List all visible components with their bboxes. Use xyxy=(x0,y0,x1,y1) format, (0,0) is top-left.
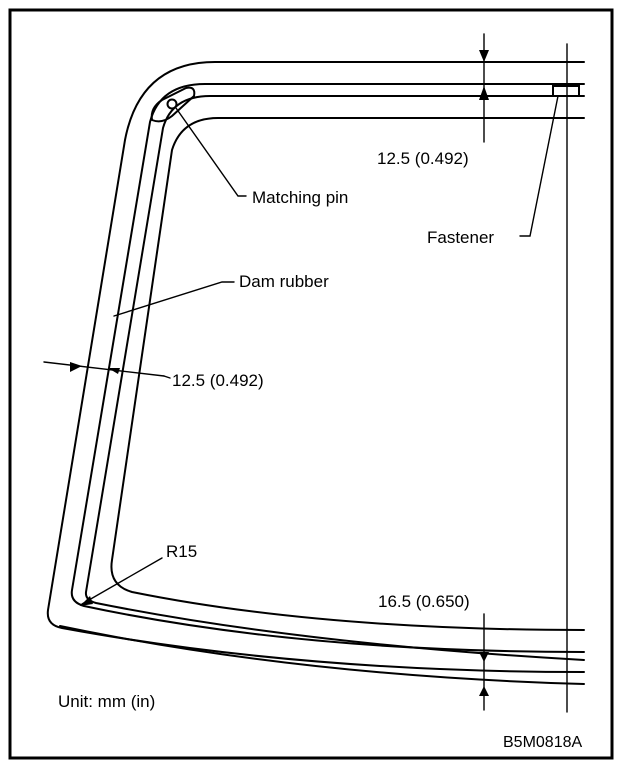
radius-arrow-icon xyxy=(80,596,93,606)
radius-leader xyxy=(81,557,163,605)
fastener-leader xyxy=(519,95,559,237)
dam-rubber-inner-line xyxy=(84,95,585,661)
figure-code: B5M0818A xyxy=(503,734,582,751)
dim-bottom-label: 16.5 (0.650) xyxy=(378,592,470,611)
dam-rubber-outer-line xyxy=(70,83,585,653)
dam-rubber-label: Dam rubber xyxy=(239,272,329,291)
fastener-label: Fastener xyxy=(427,228,494,247)
matching-pin-label: Matching pin xyxy=(252,188,348,207)
matching-pin-icon xyxy=(166,98,178,110)
dim-top-arrow-up-icon xyxy=(479,86,489,100)
dim-left-arrow-left-icon xyxy=(108,368,120,374)
glass-inner-edge xyxy=(110,117,585,631)
matching-pin-leader xyxy=(175,107,247,197)
figure-frame xyxy=(8,8,614,760)
radius-label: R15 xyxy=(166,542,197,561)
dim-bottom-arrow-up-icon xyxy=(479,686,489,696)
glass-outer-edge xyxy=(46,61,585,673)
dam-rubber-leader xyxy=(113,281,235,317)
bottom-body-line xyxy=(59,625,585,685)
dim-left-label: 12.5 (0.492) xyxy=(172,371,264,390)
matching-pin-bracket xyxy=(150,86,196,123)
dim-top-label: 12.5 (0.492) xyxy=(377,149,469,168)
dim-left-leader xyxy=(163,375,171,379)
dim-left-arrow-right-icon xyxy=(70,362,82,372)
dim-bottom-arrow-down-icon xyxy=(479,652,489,662)
dim-left-ext-line xyxy=(43,361,165,377)
unit-label: Unit: mm (in) xyxy=(58,692,155,711)
fastener-icon xyxy=(552,85,580,97)
dim-top-arrow-down-icon xyxy=(479,50,489,62)
